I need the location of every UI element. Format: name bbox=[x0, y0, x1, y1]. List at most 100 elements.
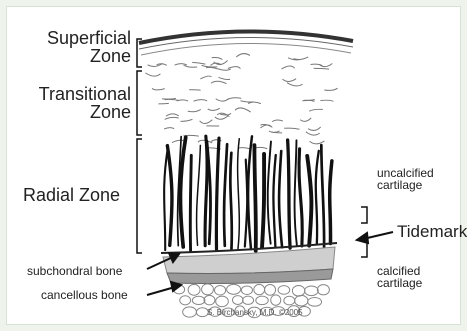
transitional-cell bbox=[200, 120, 213, 124]
label-superficial-zone: Superficial Zone bbox=[19, 29, 131, 65]
transitional-cell bbox=[188, 109, 201, 111]
label-transitional-zone: Transitional Zone bbox=[13, 85, 131, 121]
bone-cell bbox=[232, 296, 242, 305]
bone-cell bbox=[265, 284, 276, 295]
label-transitional-line2: Zone bbox=[13, 103, 131, 121]
radial-column bbox=[197, 145, 201, 245]
transitional-cell bbox=[300, 118, 311, 121]
label-subchondral-bone: subchondral bone bbox=[27, 265, 122, 277]
transitional-cell bbox=[309, 109, 323, 111]
tidemark-arrow bbox=[357, 232, 393, 243]
transitional-cell bbox=[294, 57, 309, 60]
radial-bracket bbox=[137, 139, 142, 253]
transitional-cell bbox=[192, 62, 205, 64]
radial-column bbox=[224, 144, 227, 245]
transitional-cell bbox=[212, 58, 223, 60]
transitional-cell bbox=[310, 141, 325, 144]
radial-column bbox=[307, 156, 311, 246]
transitional-cell bbox=[236, 54, 250, 57]
transitional-cell bbox=[206, 67, 218, 69]
radial-column bbox=[279, 151, 282, 247]
transitional-cell bbox=[240, 101, 252, 102]
label-calcified-line2: cartilage bbox=[377, 277, 422, 289]
bone-cell bbox=[295, 295, 308, 306]
calcified-layer bbox=[163, 247, 335, 274]
bone-cell bbox=[188, 284, 200, 295]
bone-cell bbox=[271, 295, 281, 305]
transitional-cell bbox=[211, 81, 227, 83]
transitional-cell bbox=[172, 140, 184, 142]
transitional-cell bbox=[152, 88, 165, 90]
transitional-cell bbox=[165, 117, 179, 119]
label-uncalcified-cartilage: uncalcified cartilage bbox=[377, 167, 434, 191]
radial-column bbox=[245, 160, 247, 247]
transitional-cell bbox=[193, 100, 207, 102]
label-superficial-line1: Superficial bbox=[19, 29, 131, 47]
transitional-cell bbox=[281, 66, 294, 69]
transitional-cell bbox=[215, 115, 229, 119]
bone-cell bbox=[227, 284, 241, 294]
bone-cell bbox=[204, 295, 215, 305]
radial-column bbox=[230, 153, 232, 249]
bone-cell bbox=[241, 286, 252, 295]
transitional-bracket bbox=[137, 71, 142, 135]
transitional-cell bbox=[235, 108, 251, 112]
transitional-cell bbox=[177, 100, 188, 101]
bone-cell bbox=[216, 296, 229, 307]
label-radial-zone: Radial Zone bbox=[23, 186, 120, 204]
transitional-cell bbox=[211, 63, 222, 65]
label-cancellous-bone: cancellous bone bbox=[41, 289, 128, 301]
radial-column bbox=[295, 140, 297, 245]
transitional-cell bbox=[189, 90, 200, 91]
label-superficial-line2: Zone bbox=[19, 47, 131, 65]
transitional-cell bbox=[308, 127, 321, 130]
transitional-cell bbox=[306, 132, 320, 135]
transitional-cell bbox=[228, 67, 241, 69]
diagram-panel: Superficial Zone Transitional Zone Radia… bbox=[6, 6, 461, 325]
transitional-cell bbox=[324, 88, 337, 90]
label-calcified-cartilage: calcified cartilage bbox=[377, 265, 422, 289]
bone-cell bbox=[192, 296, 205, 304]
transitional-cell bbox=[320, 100, 333, 101]
transitional-cell bbox=[216, 98, 229, 101]
radial-column bbox=[216, 138, 219, 249]
transitional-cell bbox=[200, 76, 211, 79]
transitional-cell bbox=[145, 73, 160, 76]
bone-cell bbox=[202, 284, 214, 295]
transitional-cell bbox=[239, 148, 250, 149]
transitional-cell bbox=[158, 103, 168, 104]
radial-column bbox=[330, 161, 332, 244]
bone-cell bbox=[256, 296, 269, 304]
bone-cell bbox=[254, 284, 265, 294]
transitional-cell bbox=[164, 128, 174, 129]
transitional-cell bbox=[218, 69, 231, 70]
transitional-cells bbox=[145, 54, 337, 150]
radial-column bbox=[299, 149, 302, 246]
label-tidemark: Tidemark bbox=[397, 223, 467, 240]
transitional-cell bbox=[314, 68, 329, 69]
transitional-cell bbox=[208, 108, 220, 110]
radial-column bbox=[190, 155, 191, 250]
radial-column bbox=[238, 139, 240, 249]
bone-cell bbox=[317, 285, 329, 295]
label-uncalcified-line2: cartilage bbox=[377, 179, 434, 191]
transitional-cell bbox=[272, 120, 283, 122]
radial-column bbox=[262, 154, 264, 247]
transitional-cell bbox=[184, 65, 198, 67]
bone-cell bbox=[180, 296, 191, 305]
radial-column bbox=[273, 155, 275, 247]
transitional-cell bbox=[284, 128, 299, 129]
bone-cell bbox=[284, 296, 295, 305]
radial-column bbox=[254, 145, 255, 251]
transitional-cell bbox=[162, 98, 176, 99]
transitional-cell bbox=[269, 131, 280, 133]
radial-column bbox=[288, 140, 290, 248]
bone-cell bbox=[243, 296, 254, 304]
transitional-cell bbox=[202, 65, 218, 67]
bone-cell bbox=[183, 307, 197, 317]
transitional-cell bbox=[175, 64, 187, 66]
transitional-cell bbox=[181, 119, 193, 121]
radial-column bbox=[316, 151, 319, 244]
label-transitional-line1: Transitional bbox=[13, 85, 131, 103]
bone-cell bbox=[292, 285, 304, 296]
